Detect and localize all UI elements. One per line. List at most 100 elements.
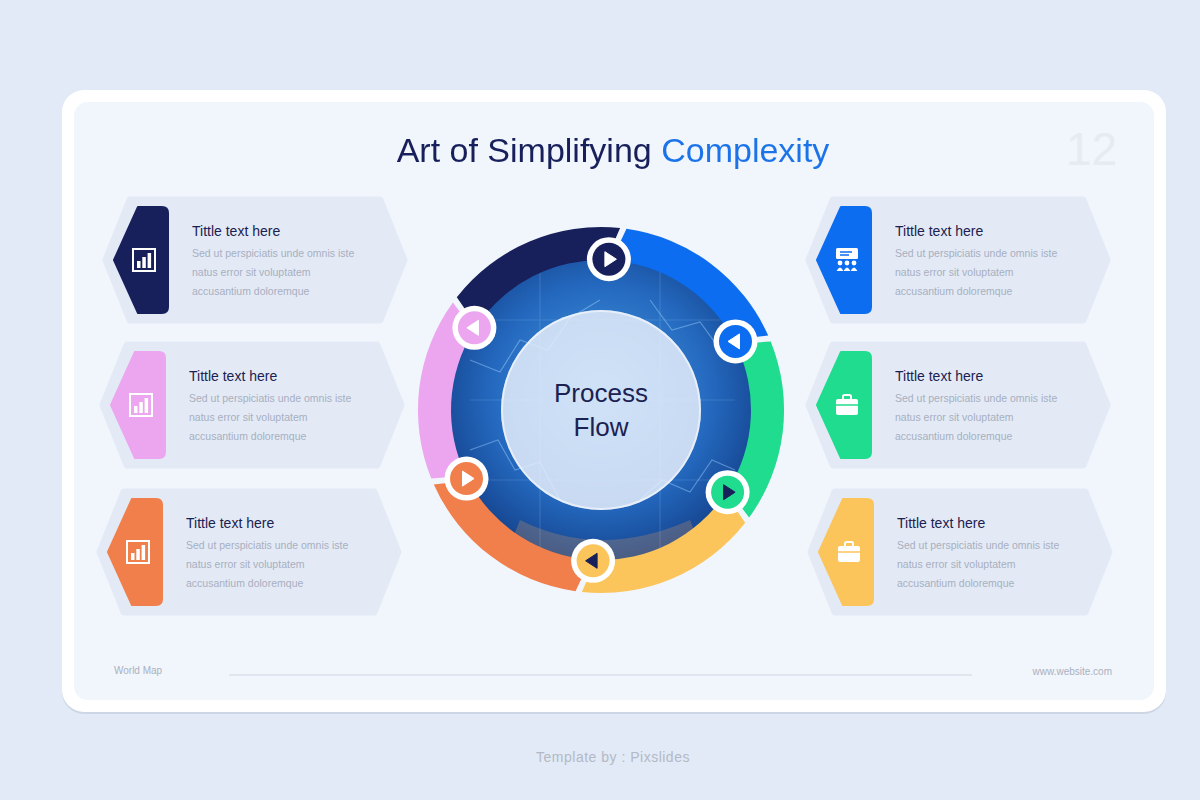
photo-lines — [470, 270, 740, 550]
icon-bar — [145, 398, 149, 413]
marker-disc — [719, 325, 752, 358]
marker-ring — [587, 237, 631, 281]
card-body: Sed ut perspiciatis unde omnis iste natu… — [189, 389, 354, 446]
icon-bar — [134, 406, 138, 413]
card-outline — [805, 488, 1113, 616]
icon-frame — [133, 249, 155, 271]
icon-case-line — [836, 404, 858, 406]
card-outline — [803, 341, 1111, 469]
footer-url: www.website.com — [962, 666, 1112, 678]
hub-label: Process Flow — [536, 376, 666, 444]
footer-rule — [229, 675, 972, 676]
icon-tab — [108, 499, 162, 605]
icon-head — [845, 261, 850, 266]
card-outline — [94, 488, 402, 616]
process-hub: Process Flow — [501, 310, 701, 510]
card-hexagon — [100, 492, 398, 612]
marker-disc — [592, 243, 625, 276]
marker-ring — [706, 470, 750, 514]
marker-arrow — [728, 334, 740, 349]
marker-arrow — [586, 553, 598, 568]
footer-text: World Map — [114, 665, 162, 677]
marker-ring — [445, 457, 489, 501]
step-card: Tittle text hereSed ut perspiciatis unde… — [100, 196, 408, 324]
step-card: Tittle text hereSed ut perspiciatis unde… — [805, 488, 1113, 616]
icon-bar — [131, 553, 135, 560]
step-card: Tittle text hereSed ut perspiciatis unde… — [94, 488, 402, 616]
step-card: Tittle text hereSed ut perspiciatis unde… — [803, 341, 1111, 469]
card-outline — [803, 196, 1111, 324]
marker-ring — [714, 319, 758, 363]
chart-icon — [133, 249, 155, 271]
marker-ring — [452, 306, 496, 350]
icon-case — [838, 546, 860, 562]
icon-tab — [111, 352, 165, 458]
marker-disc — [458, 311, 491, 344]
icon-board-lines — [840, 252, 852, 255]
marker-disc — [577, 544, 610, 577]
card-title: Tittle text here — [186, 514, 274, 532]
icon-bar — [148, 253, 152, 268]
icon-bar — [142, 545, 146, 560]
card-body: Sed ut perspiciatis unde omnis iste natu… — [192, 244, 357, 301]
marker-arrow — [467, 320, 479, 335]
step-card: Tittle text hereSed ut perspiciatis unde… — [803, 196, 1111, 324]
card-hexagon — [106, 200, 404, 320]
marker-arrow — [605, 252, 617, 267]
icon-bar — [136, 549, 140, 560]
process-ring — [418, 227, 784, 593]
presenter-icon — [836, 248, 858, 271]
icon-tab — [817, 352, 871, 458]
chart-icon — [130, 394, 152, 416]
icon-head — [838, 261, 843, 266]
icon-head — [852, 261, 857, 266]
icon-body — [844, 268, 851, 272]
direction-marker — [452, 306, 496, 350]
card-hexagon — [809, 345, 1107, 465]
briefcase-icon — [836, 395, 858, 415]
card-title: Tittle text here — [895, 222, 983, 240]
card-hexagon — [103, 345, 401, 465]
icon-bar — [142, 257, 146, 268]
card-body: Sed ut perspiciatis unde omnis iste natu… — [186, 536, 351, 593]
icon-bar — [137, 261, 141, 268]
icon-body — [851, 268, 858, 272]
direction-marker — [571, 539, 615, 583]
icon-frame — [127, 541, 149, 563]
icon-case-line — [838, 551, 860, 553]
card-title: Tittle text here — [189, 367, 277, 385]
direction-marker — [714, 319, 758, 363]
marker-disc — [711, 476, 744, 509]
card-outline — [100, 196, 408, 324]
direction-marker — [587, 237, 631, 281]
marker-arrow — [463, 471, 475, 486]
title-row: Art of Simplifying Complexity — [313, 128, 913, 172]
icon-case — [836, 399, 858, 415]
briefcase-icon — [838, 542, 860, 562]
icon-bar — [139, 402, 143, 413]
direction-marker — [706, 470, 750, 514]
card-body: Sed ut perspiciatis unde omnis iste natu… — [895, 244, 1060, 301]
card-hexagon — [809, 200, 1107, 320]
card-title: Tittle text here — [192, 222, 280, 240]
card-title: Tittle text here — [897, 514, 985, 532]
marker-disc — [450, 462, 483, 495]
card-body: Sed ut perspiciatis unde omnis iste natu… — [895, 389, 1060, 446]
icon-frame — [130, 394, 152, 416]
icon-tab — [819, 499, 873, 605]
icon-body — [837, 268, 844, 272]
icon-tab — [817, 207, 871, 313]
step-card: Tittle text hereSed ut perspiciatis unde… — [97, 341, 405, 469]
card-outline — [97, 341, 405, 469]
icon-tab — [114, 207, 168, 313]
icon-board — [836, 248, 858, 259]
marker-arrow — [724, 485, 736, 500]
direction-marker — [445, 457, 489, 501]
card-title: Tittle text here — [895, 367, 983, 385]
chart-icon — [127, 541, 149, 563]
card-body: Sed ut perspiciatis unde omnis iste natu… — [897, 536, 1062, 593]
card-hexagon — [811, 492, 1109, 612]
slide-title: Art of Simplifying Complexity — [397, 131, 830, 169]
slide-number: 12 — [1066, 122, 1117, 177]
